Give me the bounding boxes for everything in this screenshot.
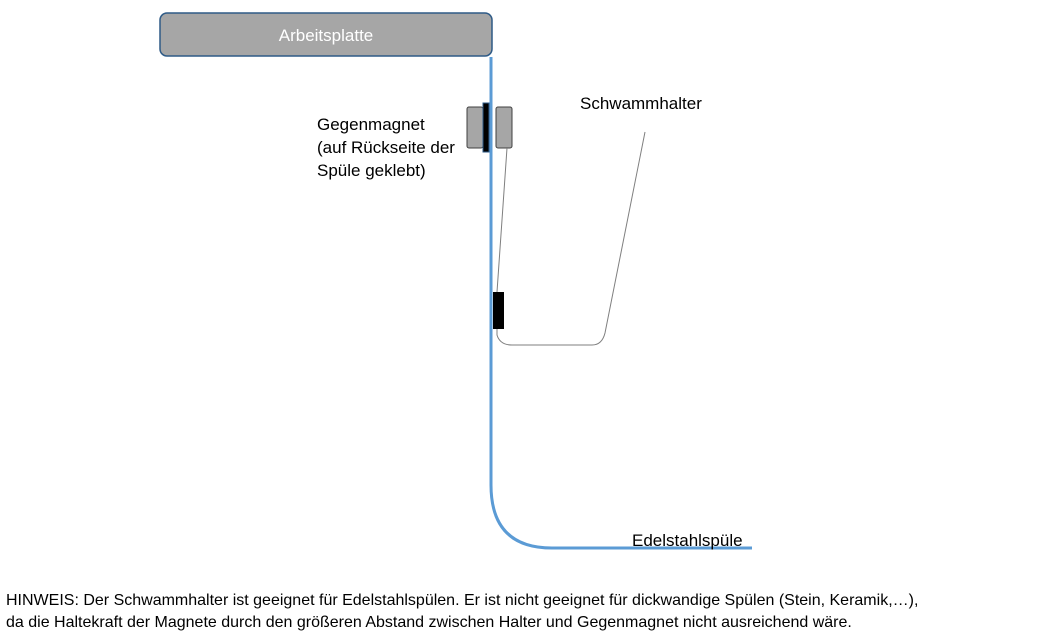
counter-magnet-label-line-3: Spüle geklebt) <box>317 161 426 180</box>
counter-magnet-pad-right <box>495 106 513 149</box>
sink-wall <box>489 57 752 550</box>
countertop: Arbeitsplatte <box>159 12 493 57</box>
counter-magnet-label-line-1: Gegenmagnet <box>317 115 425 134</box>
note: HINWEIS: Der Schwammhalter ist geeignet … <box>6 590 1041 634</box>
diagram: Arbeitsplatte Gegenmagnet (auf Rückseite… <box>159 12 752 550</box>
sink-label: Edelstahlspüle <box>632 531 743 550</box>
note-line-2: da die Haltekraft der Magnete durch den … <box>6 614 852 631</box>
counter-magnet-pad-left <box>466 106 484 149</box>
counter-magnet <box>466 102 513 153</box>
sponge-holder-magnet <box>493 292 504 329</box>
counter-magnet-label-line-2: (auf Rückseite der <box>317 138 455 157</box>
countertop-shape <box>159 12 493 57</box>
sponge-holder-label: Schwammhalter <box>580 94 702 113</box>
counter-magnet-plate <box>482 102 490 153</box>
counter-magnet-label: Gegenmagnet (auf Rückseite der Spüle gek… <box>317 115 460 180</box>
sponge-holder-outline <box>496 131 646 346</box>
note-line-1: HINWEIS: Der Schwammhalter ist geeignet … <box>6 592 919 609</box>
countertop-label: Arbeitsplatte <box>279 26 374 45</box>
sponge-holder <box>493 131 646 346</box>
